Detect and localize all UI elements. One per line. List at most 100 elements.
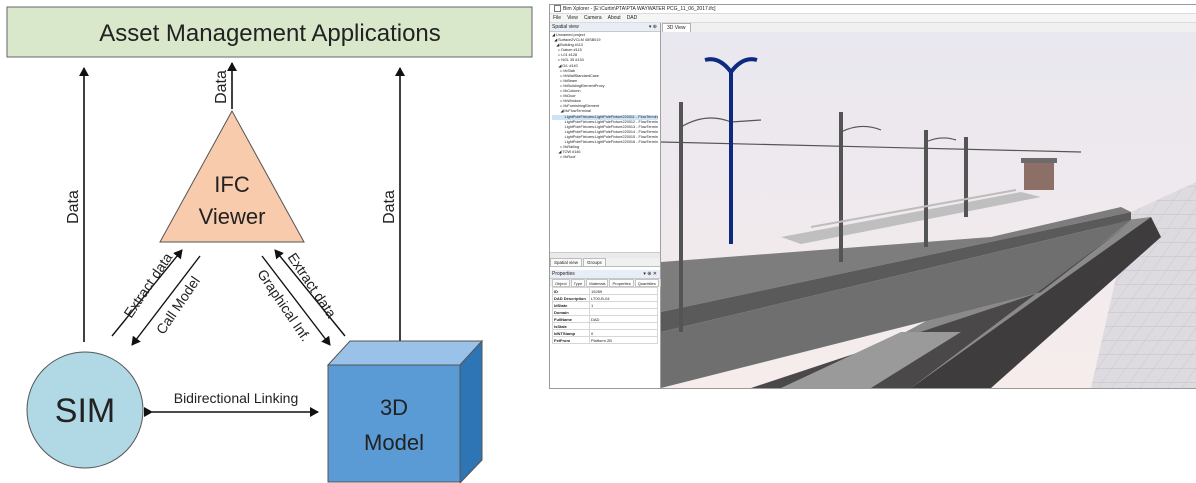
properties-header: Properties ▾ ⊕ ✕ — [550, 270, 660, 279]
tree-node[interactable]: LightPoleFixtures:LightPoleFixture220015… — [552, 134, 658, 139]
light-pole — [704, 57, 758, 244]
tree-node[interactable]: LightPoleFixtures:LightPoleFixture220013… — [552, 124, 658, 129]
tab-object[interactable]: Object — [552, 279, 570, 287]
tree-node[interactable]: ▹ IfcWindow — [552, 99, 581, 104]
menu-bar: File View Camera About DAD — [550, 14, 1196, 23]
catenary-arm-2 — [840, 125, 882, 133]
ifc-viewer-label-line2: Viewer — [199, 204, 266, 229]
catenary-poles — [679, 102, 968, 332]
station-building-roof — [1021, 158, 1057, 163]
tree-node[interactable]: LightPoleFixtures:LightPoleFixture220014… — [552, 129, 658, 134]
property-value[interactable] — [589, 308, 658, 316]
tab-materials[interactable]: Materials — [586, 279, 609, 287]
tree-node[interactable]: ▹ IfcRailing — [552, 145, 580, 150]
tree-node[interactable]: ▹ L01 #128 — [552, 53, 578, 58]
tree-node[interactable]: ◢ G/L #140 — [552, 63, 578, 68]
tab-properties[interactable]: Properties — [609, 279, 634, 287]
tree-node[interactable]: ▹ IfcRoof — [552, 155, 576, 160]
extract-data-arrow-left — [111, 249, 183, 337]
tree-node[interactable]: ▹ IfcFurnishingElement — [552, 104, 600, 109]
property-value[interactable]: DAD — [589, 315, 658, 323]
app-icon — [554, 5, 561, 13]
model-label-line1: 3D — [380, 395, 408, 420]
platform-front-wall — [661, 220, 1131, 388]
tree-node[interactable]: ▹ IfcWallStandardCase — [552, 73, 599, 78]
tree-node[interactable]: LightPoleFixtures:LightPoleFixture220016… — [552, 139, 658, 144]
data-label-top: Data — [213, 70, 230, 104]
platform-deck — [661, 207, 1131, 312]
tree-node[interactable]: ▹ IfcDoor — [552, 94, 576, 99]
tree-node[interactable]: LightPoleFixtures:LightPoleFixture220011… — [552, 114, 658, 120]
tab-groups[interactable]: Groups — [583, 258, 606, 266]
tab-type[interactable]: Type — [570, 279, 586, 287]
tab-quantities[interactable]: Quantities — [634, 279, 659, 287]
tree-node[interactable]: ◢ Building #113 — [552, 43, 583, 48]
tree-node[interactable]: ◢ Unnamed project — [552, 33, 585, 37]
window-titlebar: Bim Xplorer - [E:\Curtin\PTA\PTA WAYWATE… — [550, 5, 1196, 14]
properties-tabs: Object Type Materials Properties Quantit… — [550, 279, 675, 287]
property-value[interactable]: Platform 2B — [589, 336, 658, 344]
sim-label: SIM — [55, 392, 115, 430]
asset-management-box — [6, 6, 533, 58]
menu-view[interactable]: View — [567, 15, 578, 21]
properties-title: Properties — [552, 271, 575, 277]
graphical-inf-arrow — [261, 255, 331, 346]
process-diagram: Asset Management Applications Data Data … — [6, 6, 533, 483]
property-value[interactable]: 15289 — [589, 287, 658, 295]
property-key: Domain — [552, 308, 590, 316]
tree-node[interactable]: ▹ IfcColumn — [552, 89, 581, 94]
menu-dad[interactable]: DAD — [626, 15, 638, 21]
property-value[interactable]: LT00-B-04 — [589, 294, 658, 302]
property-value[interactable]: 0 — [589, 329, 658, 337]
tree-node[interactable]: ▹ IfcBuildingElementProxy — [552, 83, 605, 88]
data-label-left: Data — [65, 190, 82, 224]
pin-icon[interactable]: ▾ ⊕ — [648, 24, 657, 30]
model-cube-top — [326, 340, 484, 366]
station-building — [1024, 162, 1054, 190]
tree-node[interactable]: ▹ IfcBeam — [552, 78, 578, 83]
property-row: IsStale — [552, 322, 658, 330]
tree-node[interactable]: ◢ TOW #146 — [552, 150, 581, 155]
menu-camera[interactable]: Camera — [583, 15, 602, 21]
extract-data-arrow-right — [274, 249, 346, 337]
properties-pin-icon[interactable]: ▾ ⊕ ✕ — [643, 271, 657, 277]
tiled-ground — [1091, 182, 1196, 388]
ifc-viewer-triangle — [159, 109, 305, 243]
light-pole-arm-right — [729, 57, 758, 74]
left-pane: Spatial view ▾ ⊕ ◢ Unnamed project ◢ Surf… — [550, 23, 675, 388]
tree-node[interactable]: ▹ Datum #115 — [552, 48, 582, 53]
tab-spatial-view[interactable]: Spatial view — [550, 258, 583, 266]
tree-node[interactable]: ▹ IfcSlab — [552, 68, 576, 73]
property-key: DAD Description — [552, 294, 590, 302]
tree-node[interactable]: LightPoleFixtures:LightPoleFixture220012… — [552, 119, 658, 124]
tree-node[interactable]: ◢ IfcFlowTerminal — [552, 109, 591, 114]
bim-xplorer-window: Bim Xplorer - [E:\Curtin\PTA\PTA WAYWATE… — [549, 4, 1196, 389]
menu-about[interactable]: About — [607, 15, 621, 21]
bottom-tabs: Spatial view Groups — [550, 258, 660, 267]
property-row: Domain — [552, 308, 658, 316]
track-trench — [751, 222, 1131, 388]
property-key: ID — [552, 287, 590, 295]
platform-edge — [661, 212, 1131, 332]
spatial-tree: ◢ Unnamed project ◢ Surface2VCLM 45SB019… — [550, 32, 660, 252]
tab-3d-view[interactable]: 3D View — [662, 23, 691, 32]
tree-node[interactable]: ◢ Surface2VCLM 45SB019 — [552, 38, 601, 43]
call-model-label: Call Model — [153, 273, 203, 337]
property-key: FetFrom — [552, 336, 590, 344]
sim-circle — [26, 351, 144, 469]
property-key: IsStale — [552, 322, 590, 330]
menu-file[interactable]: File — [553, 15, 562, 21]
3d-viewport[interactable] — [661, 32, 1196, 388]
tree-node[interactable]: ▹ NGL 35 #134 — [552, 58, 584, 63]
horizontal-scrollbar[interactable] — [550, 252, 660, 258]
call-model-arrow — [131, 255, 201, 346]
property-value[interactable]: 1 — [589, 301, 658, 309]
property-value[interactable] — [589, 322, 658, 330]
spatial-view-title: Spatial view — [552, 24, 579, 30]
